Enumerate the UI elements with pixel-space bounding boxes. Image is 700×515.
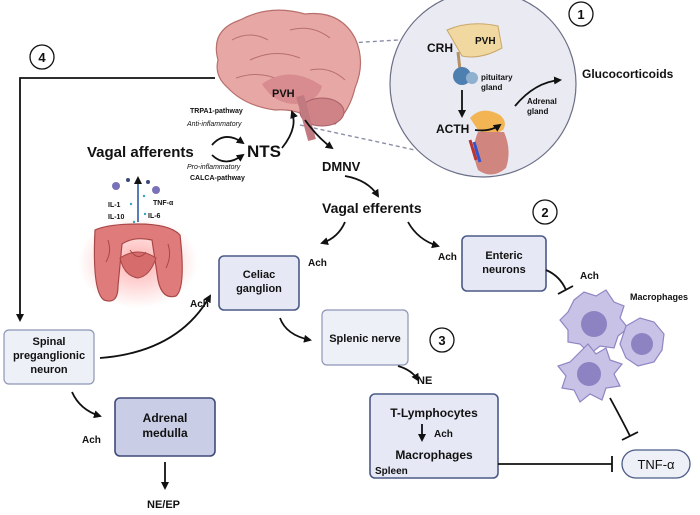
tnf-alpha-output: TNF-α bbox=[621, 449, 691, 479]
macrophage-cells bbox=[556, 289, 665, 403]
hpa-axis-inset bbox=[267, 0, 577, 178]
celiac-label-2: ganglion bbox=[236, 283, 282, 295]
spinal-label-3: neuron bbox=[30, 364, 68, 376]
tnf-alpha-output-label: TNF-α bbox=[637, 457, 675, 472]
arrow-brain-spinal bbox=[16, 77, 215, 322]
vagal-efferents-label: Vagal efferents bbox=[322, 200, 422, 216]
macrophages-label: Macrophages bbox=[630, 292, 688, 302]
pro-inflammatory-label: Pro-inflammatory bbox=[187, 164, 241, 171]
glucocorticoids-label: Glucocorticoids bbox=[582, 67, 674, 81]
arrow-brain-dmnv bbox=[304, 119, 334, 150]
spinal-label-1: Spinal bbox=[32, 336, 65, 348]
spinal-preganglionic-box: Spinal preganglionic neuron bbox=[3, 329, 95, 385]
cytokine-il1-label: IL-1 bbox=[108, 202, 121, 209]
splenic-nerve-box: Splenic nerve bbox=[321, 309, 409, 366]
brain-pvh-label: PVH bbox=[272, 88, 295, 100]
adrenal-gland-label-2: gland bbox=[527, 107, 548, 116]
arrow-spinal-adrenal bbox=[71, 391, 102, 419]
spleen-macrophages-label: Macrophages bbox=[395, 448, 473, 462]
adrenal-medulla-label-1: Adrenal bbox=[143, 411, 188, 425]
celiac-label-1: Celiac bbox=[243, 269, 275, 281]
calca-label: CALCA-pathway bbox=[190, 175, 245, 182]
trpa1-label: TRPA1-pathway bbox=[190, 108, 243, 115]
number-badge-2: 2 bbox=[532, 199, 558, 225]
pituitary-label-1: pituitary bbox=[481, 73, 513, 82]
arrow-adrenal-glucocorticoids bbox=[514, 76, 562, 107]
adrenal-medulla-label-2: medulla bbox=[142, 426, 188, 440]
number-4: 4 bbox=[38, 50, 46, 65]
number-2: 2 bbox=[541, 205, 548, 220]
inhibit-bar-enteric bbox=[557, 285, 574, 295]
spleen-label: Spleen bbox=[375, 466, 408, 477]
inhibit-bar-macrophages bbox=[621, 431, 639, 441]
ne-label: NE bbox=[417, 375, 432, 387]
enteric-label-1: Enteric bbox=[485, 250, 522, 262]
arrow-celiac-splenic bbox=[279, 317, 312, 343]
ne-ep-label: NE/EP bbox=[147, 499, 180, 511]
arrow-trpa1-nts bbox=[211, 136, 245, 146]
cytokine-il6-label: IL-6 bbox=[148, 213, 161, 220]
celiac-ganglion-box: Celiac ganglion bbox=[218, 255, 300, 311]
arrow-dmnv-vagal-efferents bbox=[344, 175, 380, 198]
number-badge-4: 4 bbox=[29, 44, 55, 70]
ach-label-adrenal: Ach bbox=[82, 435, 101, 446]
arrow-splenic-spleen bbox=[397, 365, 420, 382]
nts-label: NTS bbox=[247, 142, 281, 161]
number-1: 1 bbox=[577, 7, 584, 22]
brain-illustration bbox=[215, 9, 362, 142]
enteric-neurons-box: Enteric neurons bbox=[461, 235, 547, 292]
inhibit-enteric-macrophages bbox=[545, 269, 567, 291]
anti-inflammatory-label: Anti-inflammatory bbox=[186, 121, 242, 128]
arrow-calca-nts bbox=[211, 153, 245, 163]
cytokine-il10-label: IL-10 bbox=[108, 214, 124, 221]
pituitary-label-2: gland bbox=[481, 83, 502, 92]
number-badge-1: 1 bbox=[568, 1, 594, 27]
ach-label-macrophages: Ach bbox=[580, 271, 599, 282]
arrow-acth-adrenal bbox=[474, 123, 502, 132]
cytokine-tnfa-label: TNF-α bbox=[153, 200, 174, 207]
ach-label-celiac: Ach bbox=[308, 258, 327, 269]
arrow-efferents-enteric bbox=[407, 221, 440, 249]
spinal-label-2: preganglionic bbox=[13, 350, 85, 362]
ach-label-enteric: Ach bbox=[438, 252, 457, 263]
spleen-ach-label: Ach bbox=[434, 429, 453, 440]
inhibit-macrophages-tnf bbox=[609, 397, 631, 437]
arrow-nts-pvh bbox=[281, 110, 298, 149]
number-badge-3: 3 bbox=[429, 327, 455, 353]
gut-illustration bbox=[78, 176, 198, 308]
adrenal-gland-label-1: Adrenal bbox=[527, 97, 557, 106]
adrenal-medulla-box: Adrenal medulla bbox=[114, 397, 216, 457]
ach-label-spinal-celiac: Ach bbox=[190, 299, 209, 310]
number-3: 3 bbox=[438, 333, 445, 348]
inset-pvh-label: PVH bbox=[475, 36, 496, 47]
spleen-box: T-Lymphocytes Ach Macrophages Spleen bbox=[369, 393, 499, 479]
vagal-afferents-label: Vagal afferents bbox=[87, 144, 194, 161]
enteric-label-2: neurons bbox=[482, 264, 525, 276]
crh-label: CRH bbox=[427, 41, 453, 55]
acth-label: ACTH bbox=[436, 122, 469, 136]
splenic-nerve-label: Splenic nerve bbox=[329, 333, 401, 345]
dmnv-label: DMNV bbox=[322, 159, 361, 174]
arrow-efferents-celiac bbox=[320, 221, 346, 246]
arrow-spinal-celiac bbox=[99, 294, 211, 359]
t-lymphocytes-label: T-Lymphocytes bbox=[390, 406, 478, 420]
